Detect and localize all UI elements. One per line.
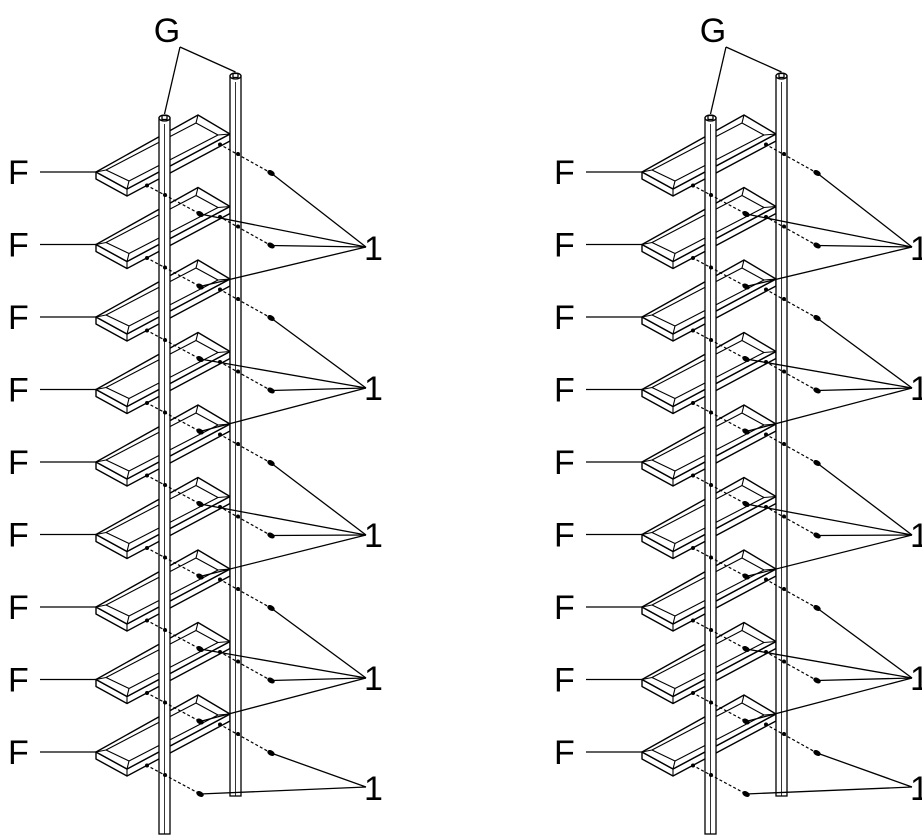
fastener-label-5: 1 bbox=[910, 770, 922, 808]
frame-label-4: F bbox=[8, 372, 29, 410]
fastener-pair-4 bbox=[145, 360, 275, 435]
post-back bbox=[229, 72, 242, 797]
fastener-pair-7 bbox=[145, 577, 275, 652]
frame-label-8: F bbox=[8, 662, 29, 700]
leader-group-2 bbox=[199, 317, 367, 433]
post-label: G bbox=[700, 12, 726, 50]
frame-label-6: F bbox=[8, 517, 29, 555]
leader-group-4 bbox=[199, 607, 367, 723]
fastener-label-3: 1 bbox=[910, 517, 922, 555]
frame-label-1: F bbox=[8, 154, 29, 192]
leader-group-4 bbox=[745, 607, 913, 723]
frame-label-5: F bbox=[8, 444, 29, 482]
leader-group-3 bbox=[199, 462, 367, 578]
post-back bbox=[775, 72, 788, 797]
frame-label-1: F bbox=[554, 154, 575, 192]
frame-label-8: F bbox=[554, 662, 575, 700]
post-label: G bbox=[154, 12, 180, 50]
frame-label-7: F bbox=[8, 589, 29, 627]
fastener-label-4: 1 bbox=[364, 660, 383, 698]
leader-group-5 bbox=[199, 752, 367, 795]
fastener-label-3: 1 bbox=[364, 517, 383, 555]
frame-label-3: F bbox=[8, 299, 29, 337]
frame-label-5: F bbox=[554, 444, 575, 482]
fastener-label-1: 1 bbox=[910, 230, 922, 268]
post-leader-back bbox=[179, 46, 236, 73]
fastener-pair-4 bbox=[691, 360, 821, 435]
fastener-pair-6 bbox=[691, 505, 821, 580]
leader-group-1 bbox=[199, 172, 367, 288]
frame-label-3: F bbox=[554, 299, 575, 337]
post-leader-front bbox=[709, 46, 727, 115]
leader-group-5 bbox=[745, 752, 913, 795]
post-leader-front bbox=[163, 46, 181, 115]
fastener-label-2: 1 bbox=[364, 370, 383, 408]
leader-group-1 bbox=[745, 172, 913, 288]
fastener-pair-5 bbox=[691, 432, 821, 507]
fastener-label-4: 1 bbox=[910, 660, 922, 698]
frame-label-4: F bbox=[554, 372, 575, 410]
fastener-label-2: 1 bbox=[910, 370, 922, 408]
post-leader-back bbox=[725, 46, 782, 73]
frame-label-2: F bbox=[8, 227, 29, 265]
fastener-pair-9 bbox=[145, 722, 275, 797]
frame-label-9: F bbox=[8, 734, 29, 772]
fastener-pair-6 bbox=[145, 505, 275, 580]
post-front bbox=[704, 114, 717, 835]
frame-label-6: F bbox=[554, 517, 575, 555]
fastener-label-1: 1 bbox=[364, 230, 383, 268]
leader-group-2 bbox=[745, 317, 913, 433]
frame-label-9: F bbox=[554, 734, 575, 772]
frame-label-2: F bbox=[554, 227, 575, 265]
frame-label-7: F bbox=[554, 589, 575, 627]
fastener-label-5: 1 bbox=[364, 770, 383, 808]
leader-group-3 bbox=[745, 462, 913, 578]
post-front bbox=[158, 114, 171, 835]
